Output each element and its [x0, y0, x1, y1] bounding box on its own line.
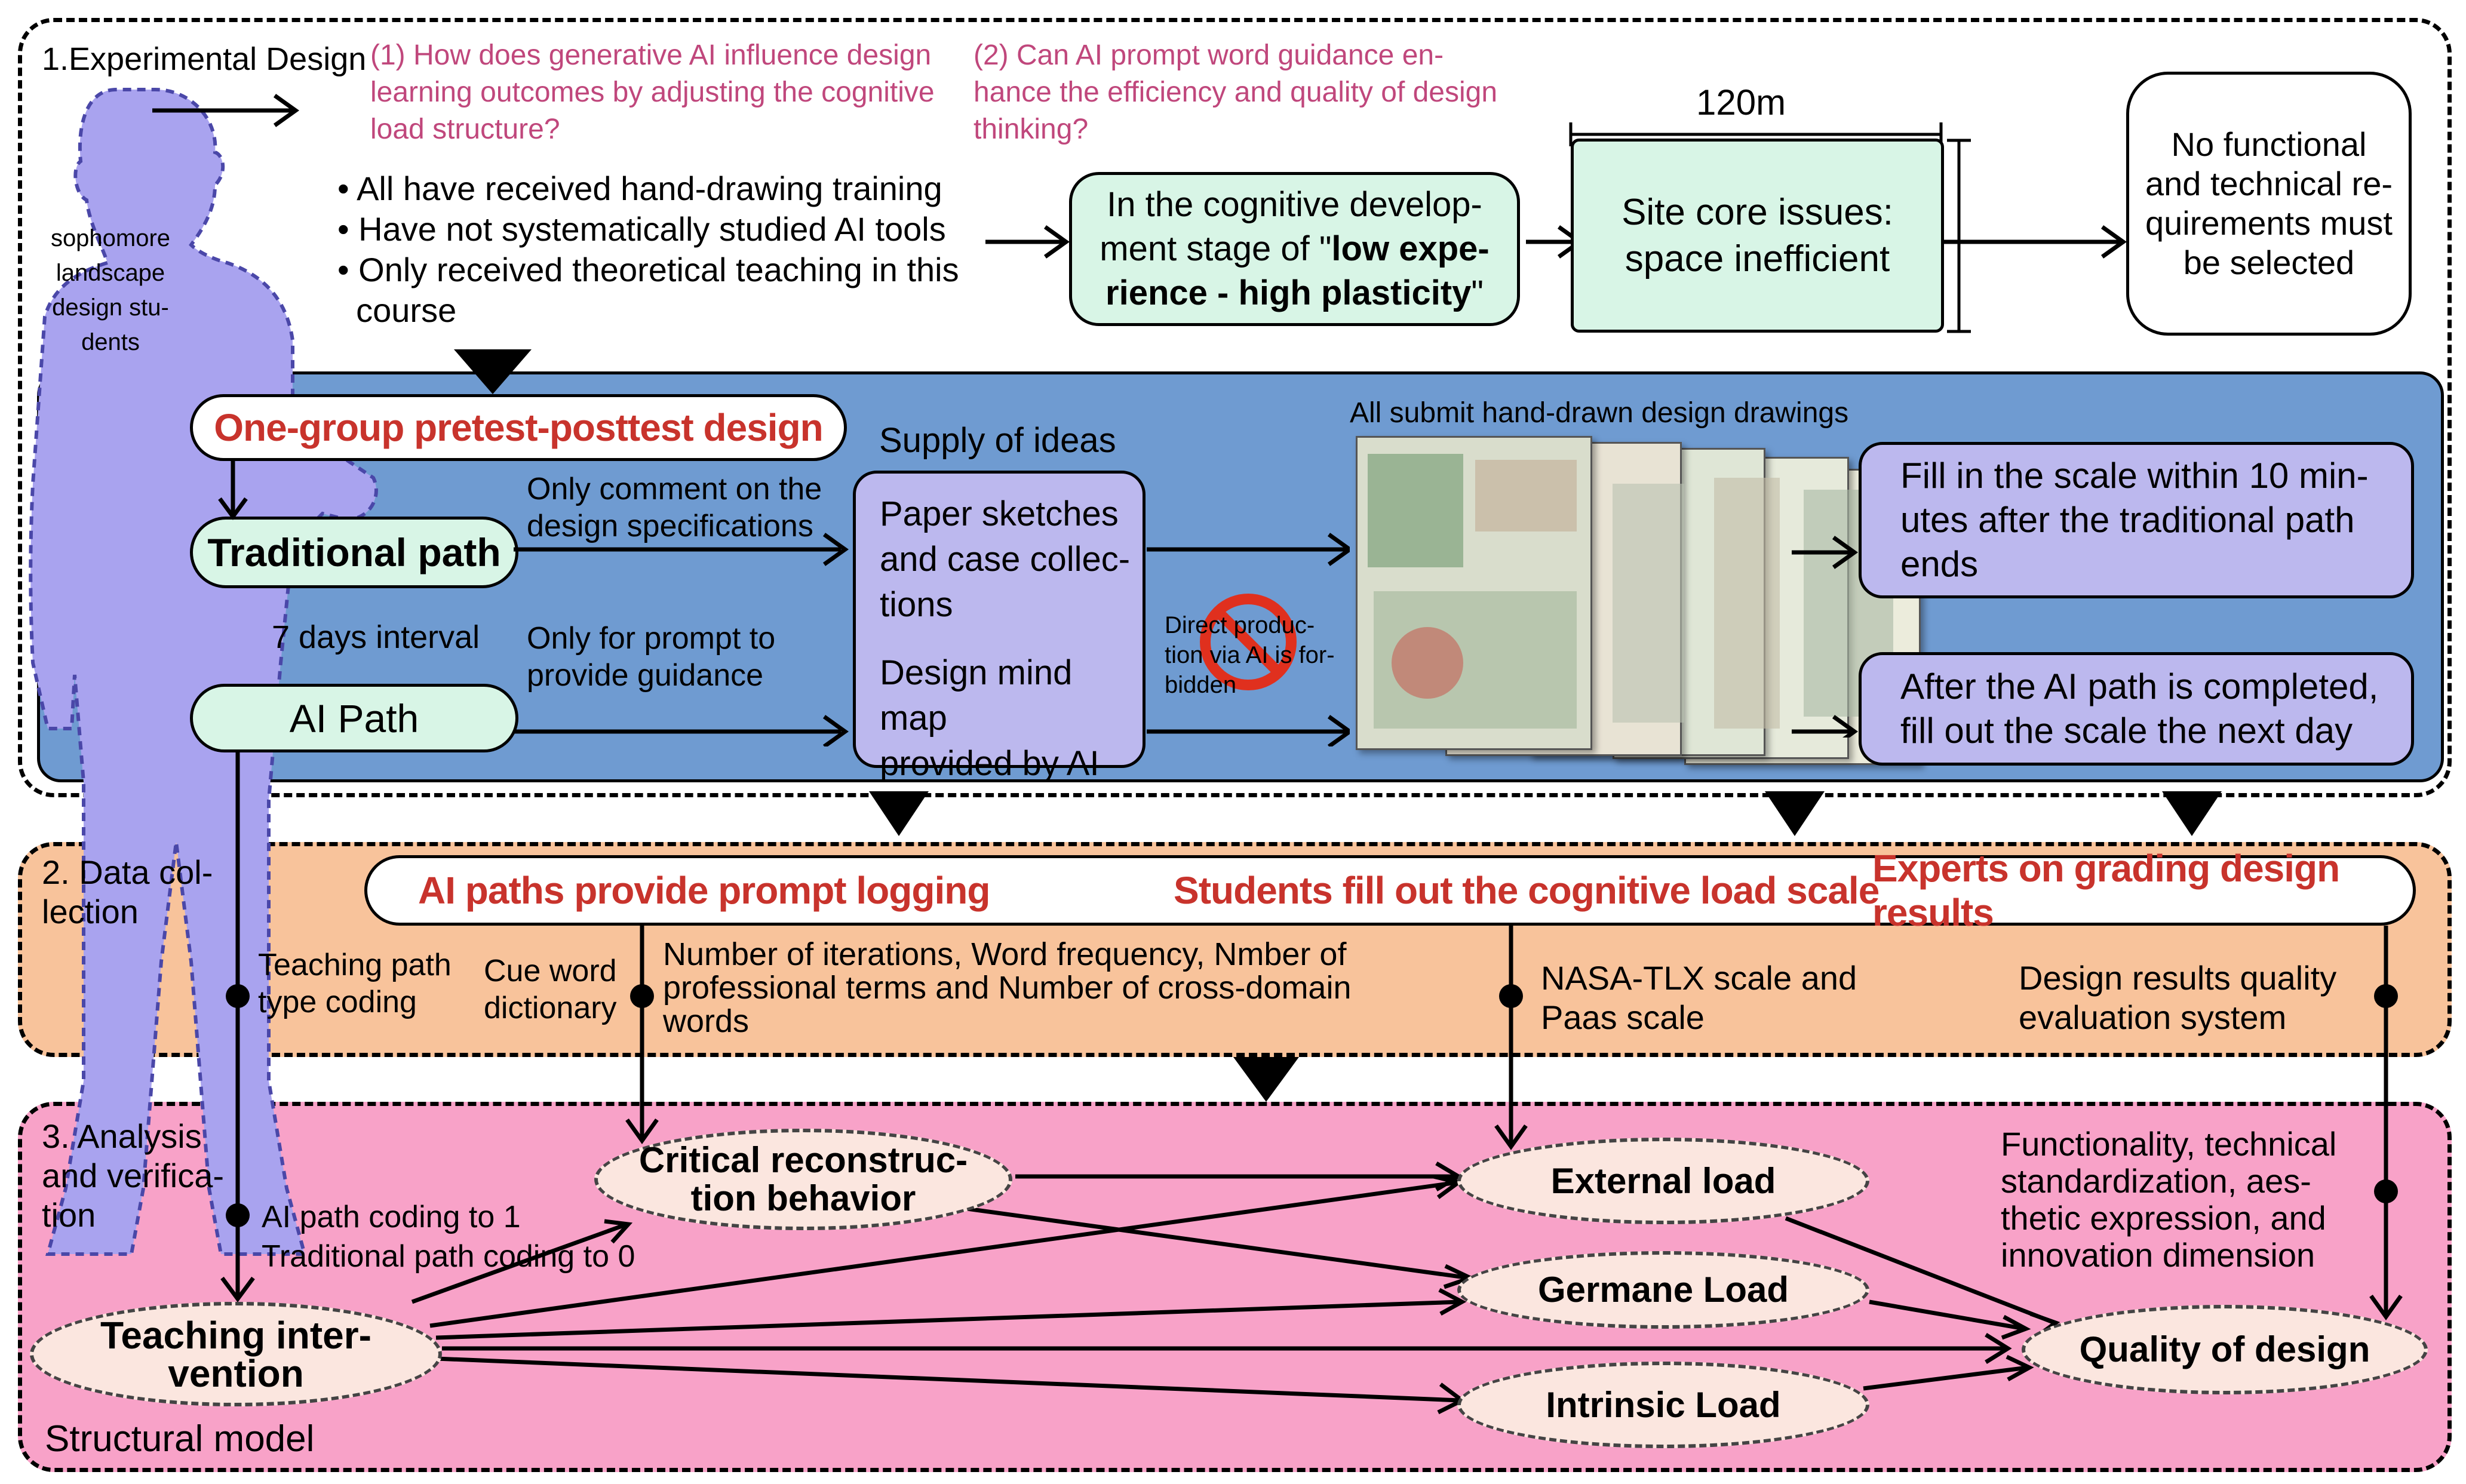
fill-ai-box: After the AI path is completed, fill out…: [1859, 652, 2414, 766]
down-arrow-procedure: [454, 349, 532, 394]
teaching-coding-label: Teaching path type coding: [258, 948, 452, 1019]
site-width-label: 120m: [1696, 82, 1786, 122]
interval-label: 7 days interval: [272, 619, 480, 655]
germane-load-node: Germane Load: [1457, 1251, 1869, 1329]
paper-sketches-text: Paper sketches and case collec- tions: [880, 494, 1131, 624]
down-arrows-data: [869, 791, 2222, 836]
quality-system-label: Design results quality evaluation system: [2019, 959, 2337, 1036]
research-question-1: (1) How does generative AI influence des…: [370, 39, 935, 145]
requirements-text: No functional and technical re- quiremen…: [2145, 125, 2393, 281]
research-question-2: (2) Can AI prompt word guidance en- hanc…: [973, 39, 1498, 145]
stage-text-pre: In the cognitive develop- ment stage of …: [1100, 185, 1482, 268]
banner-experts-grading: Experts on grading design results: [1872, 847, 2340, 934]
down-arrow-analysis: [1233, 1057, 1299, 1102]
structural-model-label: Structural model: [45, 1418, 315, 1460]
participant-bullets: • All have received hand-drawing trainin…: [337, 170, 959, 329]
critical-reconstruction-node: Critical reconstruc- tion behavior: [594, 1129, 1012, 1230]
fill-traditional-box: Fill in the scale within 10 min- utes af…: [1859, 442, 2414, 598]
germane-load-text: Germane Load: [1537, 1270, 1789, 1310]
fill-ai-text: After the AI path is completed, fill out…: [1900, 666, 2379, 751]
procedure-left-arrows: [218, 460, 248, 520]
student-silhouette-icon: [29, 88, 378, 1256]
nasa-scale-label: NASA-TLX scale and Paas scale: [1541, 959, 1857, 1036]
student-label: sophomore landscape design stu- dents: [50, 225, 171, 355]
ai-path-text: AI Path: [289, 696, 419, 741]
site-dimension-lines: [1569, 122, 1971, 333]
banner-cognitive-scale: Students fill out the cognitive load sca…: [1174, 869, 1880, 912]
cue-dictionary-label: Cue word dictionary: [484, 954, 617, 1025]
arrow-to-requirements: [1944, 225, 2127, 259]
supply-ideas-label: Supply of ideas: [879, 421, 1116, 460]
ai-path-pill: AI Path: [190, 684, 518, 752]
ai-coding-label: AI path coding to 1 Traditional path cod…: [262, 1200, 635, 1274]
section-title-data-collection: 2. Data col- lection: [42, 853, 213, 930]
forbidden-icon: [1200, 594, 1297, 690]
section-title-analysis: 3. Analysis and verifica- tion: [42, 1117, 225, 1234]
section-title-experimental-design: 1.Experimental Design: [42, 41, 367, 77]
drawings-stack: [1350, 433, 1921, 791]
arrow-to-stage: [985, 225, 1070, 259]
stage-text-bold: low expe- rience - high plasticity: [1105, 229, 1490, 312]
stage-text-post: ": [1471, 274, 1484, 312]
comment-specs-label: Only comment on the design specification…: [527, 472, 822, 543]
fill-traditional-text: Fill in the scale within 10 min- utes af…: [1900, 456, 2369, 584]
cognitive-stage-box: In the cognitive develop- ment stage of …: [1069, 172, 1520, 326]
teaching-intervention-text: Teaching inter- vention: [100, 1313, 371, 1395]
requirements-box: No functional and technical re- quiremen…: [2126, 72, 2412, 336]
analysis-section: [18, 1102, 2452, 1472]
quality-of-design-text: Quality of design: [2079, 1329, 2370, 1369]
mind-map-text: Design mind map provided by AI: [880, 653, 1100, 783]
intrinsic-load-node: Intrinsic Load: [1457, 1362, 1869, 1448]
traditional-path-text: Traditional path: [207, 530, 501, 574]
site-core-issues-text: Site core issues: space inefficient: [1622, 191, 1893, 279]
ideas-box: Paper sketches and case collec- tions De…: [853, 471, 1146, 783]
drawings-to-scale-arrows: [1792, 536, 1859, 738]
iterations-label: Number of iterations, Word frequency, Nm…: [663, 936, 1352, 1039]
prompt-guidance-label: Only for prompt to provide guidance: [527, 621, 776, 693]
forbidden-label: Direct produc- tion via AI is for- bidde…: [1165, 612, 1335, 698]
external-load-node: External load: [1457, 1138, 1869, 1224]
banner-prompt-logging: AI paths provide prompt logging: [418, 869, 990, 912]
arrow-to-questions: [152, 94, 300, 127]
drawing-sketch-icon: [1368, 454, 1893, 729]
critical-reconstruction-text: Critical reconstruc- tion behavior: [638, 1140, 968, 1218]
submit-drawings-label: All submit hand-drawn design drawings: [1350, 397, 1849, 429]
intrinsic-load-text: Intrinsic Load: [1546, 1384, 1781, 1425]
external-load-text: External load: [1550, 1160, 1776, 1201]
quality-of-design-node: Quality of design: [2022, 1305, 2428, 1394]
quality-dimensions-label: Functionality, technical standardization…: [2001, 1125, 2337, 1274]
data-banner: AI paths provide prompt logging Students…: [364, 847, 2416, 934]
procedure-arrows: [514, 533, 1350, 746]
design-title-text: One-group pretest-posttest design: [214, 406, 823, 449]
teaching-intervention-node: Teaching inter- vention: [30, 1302, 442, 1406]
design-title-pill: One-group pretest-posttest design: [190, 394, 847, 461]
site-core-issues-box: Site core issues: space inefficient: [1571, 139, 1944, 333]
traditional-path-pill: Traditional path: [190, 517, 518, 588]
